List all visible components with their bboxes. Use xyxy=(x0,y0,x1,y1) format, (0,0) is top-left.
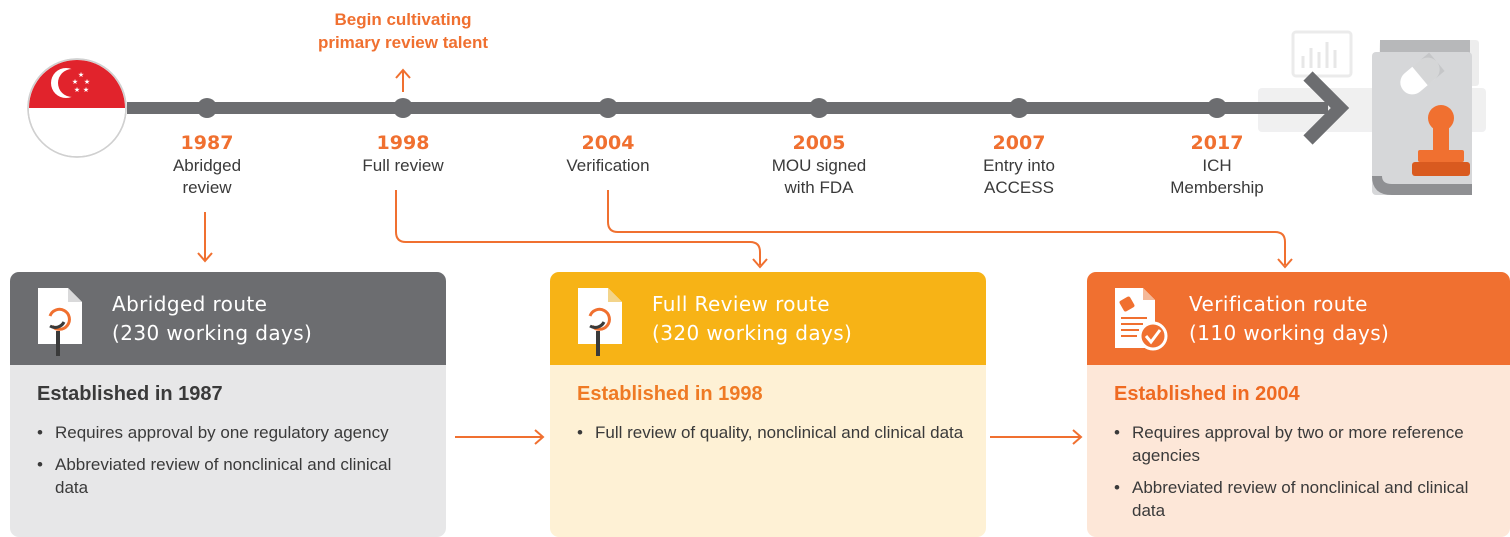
milestone-dots xyxy=(197,98,1227,118)
milestone-year: 1987 xyxy=(180,132,234,154)
bullet-item: Abbreviated review of nonclinical and cl… xyxy=(37,453,427,499)
milestone-year: 2007 xyxy=(992,132,1046,154)
route-title-line1: Verification route xyxy=(1189,292,1368,316)
milestone-desc: MOU signed xyxy=(771,156,867,175)
verification-route-body: Established in 2004 Requires approval by… xyxy=(1087,365,1510,537)
arrow-abridged-to-full xyxy=(455,429,545,445)
milestone-dot-2005 xyxy=(809,98,829,118)
timeline-arrowhead xyxy=(1303,71,1350,145)
full-review-route-body: Established in 1998 Full review of quali… xyxy=(550,365,986,537)
svg-text:★: ★ xyxy=(83,86,89,94)
route-title-line2: (110 working days) xyxy=(1189,321,1390,345)
approval-stamp-icon xyxy=(1372,40,1472,195)
route-title-line2: (320 working days) xyxy=(652,321,853,345)
document-magnifier-icon xyxy=(578,288,622,356)
milestone-desc: ACCESS xyxy=(984,178,1054,197)
full-review-route-header: Full Review route (320 working days) xyxy=(550,272,986,365)
bullet-item: Requires approval by one regulatory agen… xyxy=(37,421,427,444)
milestone-desc: ICH xyxy=(1202,156,1232,175)
milestone-1987: 1987 Abridged review xyxy=(122,131,292,199)
milestone-2017: 2017 ICH Membership xyxy=(1132,131,1302,199)
abridged-route-header: Abridged route (230 working days) xyxy=(10,272,446,365)
milestone-year: 2017 xyxy=(1190,132,1244,154)
svg-text:★: ★ xyxy=(84,78,90,86)
milestone-dot-1987 xyxy=(197,98,217,118)
svg-text:★: ★ xyxy=(78,71,84,79)
milestone-year: 2005 xyxy=(792,132,846,154)
verification-route-title: Verification route (110 working days) xyxy=(1189,290,1389,348)
svg-text:★: ★ xyxy=(74,86,80,94)
milestone-desc: Entry into xyxy=(983,156,1055,175)
route-title-line1: Full Review route xyxy=(652,292,830,316)
abridged-route-body: Established in 1987 Requires approval by… xyxy=(10,365,446,537)
bullet-item: Abbreviated review of nonclinical and cl… xyxy=(1114,476,1484,522)
bullet-item: Full review of quality, nonclinical and … xyxy=(577,421,967,444)
note-arrow xyxy=(395,68,411,92)
route-bullets: Requires approval by one regulatory agen… xyxy=(37,421,427,508)
verification-route-card: Verification route (110 working days) Es… xyxy=(1087,272,1510,537)
document-magnifier-icon xyxy=(38,288,82,356)
full-review-route-card: Full Review route (320 working days) Est… xyxy=(550,272,986,537)
route-bullets: Full review of quality, nonclinical and … xyxy=(577,421,967,453)
milestone-desc: Membership xyxy=(1170,178,1264,197)
milestone-desc: with FDA xyxy=(784,178,854,197)
verification-route-header: Verification route (110 working days) xyxy=(1087,272,1510,365)
milestone-year: 1998 xyxy=(376,132,430,154)
talent-note-line1: Begin cultivating xyxy=(334,10,472,29)
connector-1987-abridged xyxy=(197,212,213,263)
connector-2004-verification xyxy=(607,190,1293,269)
established-label: Established in 2004 xyxy=(1114,383,1300,405)
milestone-1998: 1998 Full review xyxy=(318,131,488,177)
route-title-line2: (230 working days) xyxy=(112,321,313,345)
milestone-dot-2004 xyxy=(598,98,618,118)
milestone-2004: 2004 Verification xyxy=(523,131,693,177)
document-check-icon xyxy=(1115,288,1168,351)
connector-1998-full xyxy=(395,190,768,269)
milestone-dot-2007 xyxy=(1009,98,1029,118)
abridged-route-title: Abridged route (230 working days) xyxy=(112,290,312,348)
milestone-year: 2004 xyxy=(581,132,635,154)
talent-note: Begin cultivating primary review talent xyxy=(290,8,516,54)
route-title-line1: Abridged route xyxy=(112,292,268,316)
milestone-desc: Abridged xyxy=(172,156,242,175)
established-label: Established in 1998 xyxy=(577,383,763,405)
singapore-flag-icon: ★ ★ ★ ★ ★ xyxy=(27,58,127,158)
milestone-desc: Verification xyxy=(566,156,650,175)
talent-note-line2: primary review talent xyxy=(317,33,489,52)
milestone-2005: 2005 MOU signed with FDA xyxy=(734,131,904,199)
established-label: Established in 1987 xyxy=(37,383,223,405)
abridged-route-card: Abridged route (230 working days) Establ… xyxy=(10,272,446,537)
arrow-full-to-verification xyxy=(990,429,1083,445)
milestone-dot-1998 xyxy=(393,98,413,118)
svg-text:★: ★ xyxy=(72,78,78,86)
milestone-desc: review xyxy=(182,178,232,197)
milestone-2007: 2007 Entry into ACCESS xyxy=(934,131,1104,199)
full-review-route-title: Full Review route (320 working days) xyxy=(652,290,852,348)
milestone-dot-2017 xyxy=(1207,98,1227,118)
bullet-item: Requires approval by two or more referen… xyxy=(1114,421,1484,467)
route-bullets: Requires approval by two or more referen… xyxy=(1114,421,1484,531)
milestone-desc: Full review xyxy=(362,156,444,175)
